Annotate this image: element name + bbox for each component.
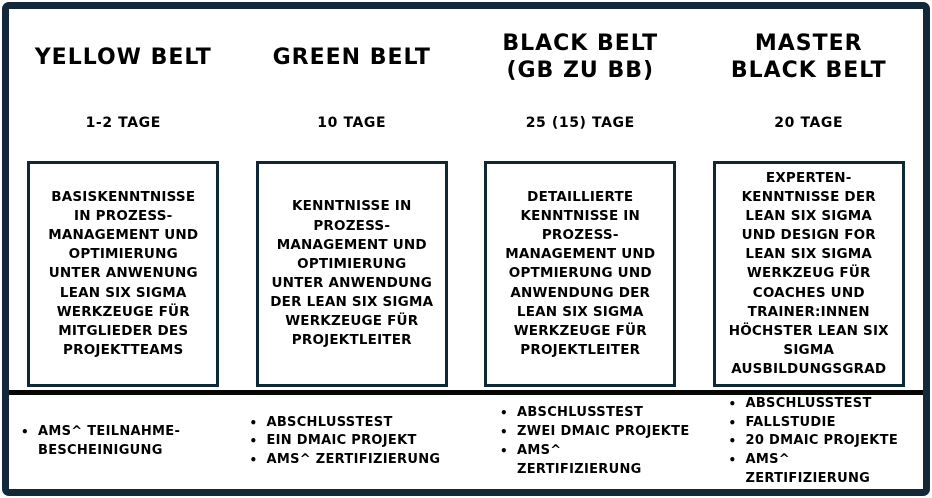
description-text: KENNTNISSE IN PROZESS- MANAGEMENT UND OP… [270, 198, 434, 349]
description-text: EXPERTEN- KENNTNISSE DER LEAN SIX SIGMA … [728, 169, 889, 378]
outcome-text: FALLSTUDIE [745, 414, 836, 430]
outcomes-list-master-black: • ABSCHLUSSTEST • FALLSTUDIE • 20 DMAIC … [695, 395, 924, 489]
outcome-item: • 20 DMAIC PROJEKTE [729, 432, 920, 451]
outcome-text: AMS^ ZERTIFIZIERUNG [745, 452, 871, 487]
outcome-item: • ABSCHLUSSTEST [500, 404, 691, 423]
description-text: BASISKENNTNISSE IN PROZESS- MANAGEMENT U… [48, 188, 199, 359]
outcome-item: • AMS^ TEILNAHME- BESCHEINIGUNG [21, 423, 234, 461]
outcome-item: • FALLSTUDIE [729, 414, 920, 433]
outcome-item: • ABSCHLUSSTEST [250, 414, 463, 433]
belt-columns-section: YELLOW BELT 1-2 TAGE BASISKENNTNISSE IN … [9, 9, 923, 390]
belt-title: GREEN BELT [272, 44, 431, 70]
belt-title: BLACK BELT (GB ZU BB) [502, 31, 659, 83]
outcome-item: • ZWEI DMAIC PROJEKTE [500, 423, 691, 442]
description-text: DETAILLIERTE KENNTNISSE IN PROZESS- MANA… [505, 188, 656, 359]
outcome-text: ZWEI DMAIC PROJEKTE [516, 424, 690, 440]
outcomes-list-black: • ABSCHLUSSTEST • ZWEI DMAIC PROJEKTE • … [466, 395, 695, 489]
description-box: DETAILLIERTE KENNTNISSE IN PROZESS- MANA… [484, 161, 677, 387]
belt-title: MASTER BLACK BELT [730, 31, 887, 83]
belt-column-green: GREEN BELT 10 TAGE KENNTNISSE IN PROZESS… [238, 9, 467, 390]
outcomes-section: • AMS^ TEILNAHME- BESCHEINIGUNG • ABSCHL… [9, 395, 923, 489]
outcomes-list-green: • ABSCHLUSSTEST • EIN DMAIC PROJEKT • AM… [238, 395, 467, 489]
bullet-icon: • [728, 415, 737, 430]
bullet-icon: • [249, 415, 258, 430]
duration-label: 10 TAGE [317, 115, 387, 131]
belt-column-master-black: MASTER BLACK BELT 20 TAGE EXPERTEN- KENN… [695, 9, 924, 390]
duration-label: 25 (15) TAGE [525, 115, 635, 131]
bullet-icon: • [249, 434, 258, 449]
outcome-text: AMS^ ZERTIFIZIERUNG [516, 442, 642, 477]
outcome-item: • EIN DMAIC PROJEKT [250, 432, 463, 451]
outcome-item: • AMS^ ZERTIFIZIERUNG [729, 451, 920, 489]
description-box: KENNTNISSE IN PROZESS- MANAGEMENT UND OP… [255, 161, 448, 387]
bullet-icon: • [21, 425, 29, 440]
belt-column-yellow: YELLOW BELT 1-2 TAGE BASISKENNTNISSE IN … [9, 9, 238, 390]
belt-column-black: BLACK BELT (GB ZU BB) 25 (15) TAGE DETAI… [466, 9, 695, 390]
bullet-icon: • [249, 453, 258, 468]
outcome-text: ABSCHLUSSTEST [516, 405, 644, 421]
bullet-icon: • [500, 425, 508, 440]
duration-label: 1-2 TAGE [85, 115, 161, 131]
outcome-text: AMS^ ZERTIFIZIERUNG [266, 452, 441, 468]
bullet-icon: • [500, 443, 508, 458]
outcome-text: ABSCHLUSSTEST [745, 395, 872, 411]
outcomes-list-yellow: • AMS^ TEILNAHME- BESCHEINIGUNG [9, 395, 238, 489]
bullet-icon: • [500, 406, 508, 421]
duration-label: 20 TAGE [774, 115, 844, 131]
outcome-text: ABSCHLUSSTEST [266, 414, 393, 430]
outcome-item: • AMS^ ZERTIFIZIERUNG [500, 442, 691, 480]
outcome-item: • AMS^ ZERTIFIZIERUNG [250, 451, 463, 470]
outcome-text: AMS^ TEILNAHME- BESCHEINIGUNG [37, 424, 181, 458]
bullet-icon: • [728, 434, 737, 449]
bullet-icon: • [728, 453, 737, 468]
separator-line [9, 389, 923, 395]
bullet-icon: • [728, 396, 737, 411]
description-box: EXPERTEN- KENNTNISSE DER LEAN SIX SIGMA … [712, 161, 905, 387]
belt-title: YELLOW BELT [34, 44, 212, 70]
description-box: BASISKENNTNISSE IN PROZESS- MANAGEMENT U… [27, 161, 220, 387]
outcome-item: • ABSCHLUSSTEST [729, 395, 920, 414]
outcome-text: 20 DMAIC PROJEKTE [745, 433, 899, 449]
outcome-text: EIN DMAIC PROJEKT [266, 433, 417, 449]
